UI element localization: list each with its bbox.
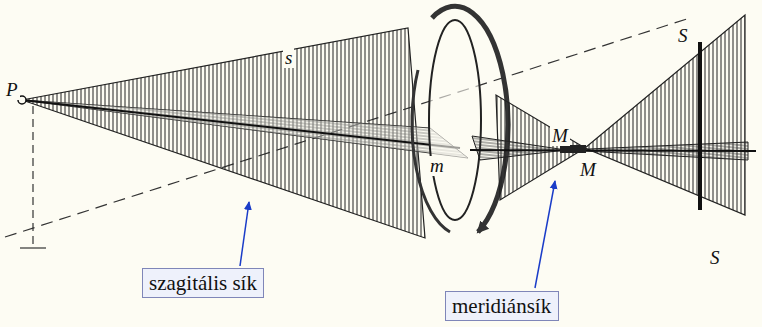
callout-text: szagitális sík	[149, 270, 257, 296]
callout-box: szagitális sík	[142, 268, 264, 298]
figure-letter: s	[283, 48, 294, 68]
figure-letter: S	[676, 26, 690, 46]
figure-letter: M	[550, 126, 570, 146]
callout-box: meridiánsík	[445, 291, 559, 321]
figure-letter: M	[578, 160, 598, 180]
figure-letter: S	[708, 248, 722, 268]
callout-text: meridiánsík	[452, 293, 552, 319]
figure-letter: P	[4, 80, 20, 100]
figure-letter: m	[428, 156, 446, 176]
